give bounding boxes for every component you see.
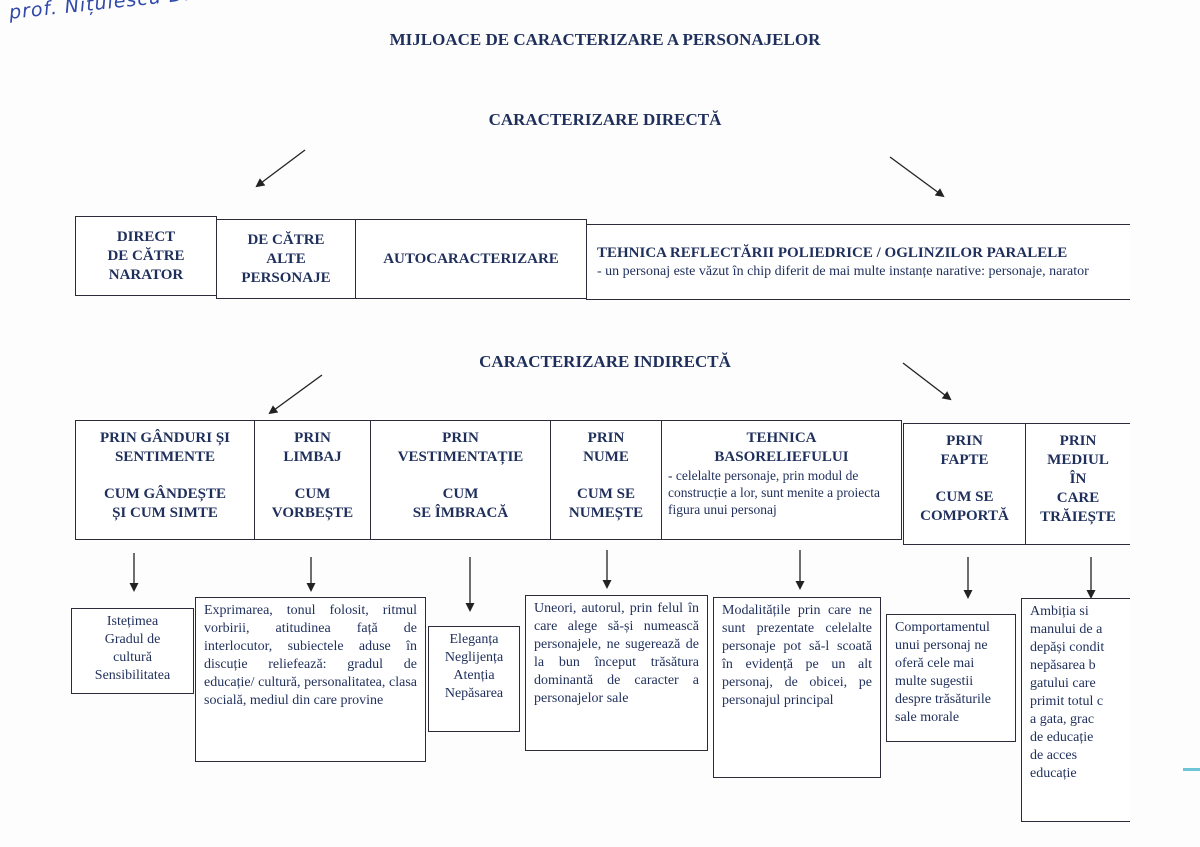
mirrors-technique-label: TEHNICA REFLECTĂRII POLIEDRICE / OGLINZI… — [597, 245, 1068, 261]
direct-box-other-characters: DE CĂTRE ALTE PERSONAJE — [216, 219, 356, 299]
mirrors-technique-note: - un personaj este văzut în chip diferit… — [597, 264, 1089, 279]
thoughts-sublabel: CUM GÂNDEȘTE ȘI CUM SIMTE — [103, 486, 227, 521]
clothing-label: PRIN VESTIMENTAȚIE — [397, 430, 524, 465]
clothing-sublabel: CUM SE ÎMBRACĂ — [412, 486, 509, 521]
bas-relief-note: - celelalte personaje, prin modul de con… — [668, 468, 881, 517]
language-sublabel: CUM VORBEȘTE — [271, 486, 354, 521]
thoughts-label: PRIN GÂNDURI ȘI SENTIMENTE — [99, 430, 230, 465]
name-label: PRIN NUME — [583, 430, 629, 465]
direct-box-mirrors: TEHNICA REFLECTĂRII POLIEDRICE / OGLINZI… — [586, 224, 1130, 300]
detail-thoughts: Istețimea Gradul de cultură Sensibilitat… — [71, 608, 194, 694]
detail-clothing: Eleganța Neglijența Atenția Nepăsarea — [428, 626, 520, 732]
indirect-heading: CARACTERIZARE INDIRECTĂ — [479, 352, 731, 371]
indirect-box-environment: PRIN MEDIUL ÎN CARE TRĂIEȘTE — [1025, 423, 1130, 545]
arrow-indirect-right — [902, 362, 952, 401]
detail-name: Uneori, autorul, prin felul în care aleg… — [525, 595, 708, 751]
deeds-label: PRIN FAPTE — [940, 433, 989, 468]
arrow-direct-right — [889, 156, 945, 198]
direct-box-self: AUTOCARACTERIZARE — [355, 219, 587, 299]
language-label: PRIN LIMBAJ — [283, 430, 342, 465]
direct-box-narrator: DIRECT DE CĂTRE NARATOR — [75, 216, 217, 296]
detail-deeds: Comportamentul unui personaj ne oferă ce… — [886, 614, 1016, 742]
indirect-box-bas-relief: TEHNICA BASORELIEFULUI - celelalte perso… — [661, 420, 902, 540]
name-sublabel: CUM SE NUMEȘTE — [568, 486, 644, 521]
environment-label: PRIN MEDIUL ÎN CARE TRĂIEȘTE — [1040, 433, 1116, 525]
indirect-box-clothing: PRIN VESTIMENTAȚIE CUM SE ÎMBRACĂ — [370, 420, 551, 540]
scan-edge-mark — [1183, 768, 1200, 771]
arrow-direct-left — [255, 149, 306, 188]
page-title: MIJLOACE DE CARACTERIZARE A PERSONAJELOR — [389, 30, 821, 49]
indirect-box-language: PRIN LIMBAJ CUM VORBEȘTE — [254, 420, 371, 540]
indirect-box-deeds: PRIN FAPTE CUM SE COMPORTĂ — [903, 423, 1026, 545]
arrow-indirect-left — [268, 374, 323, 415]
deeds-sublabel: CUM SE COMPORTĂ — [920, 489, 1009, 524]
detail-environment: Ambiția si manului de a depăși condit ne… — [1021, 598, 1130, 822]
bas-relief-label: TEHNICA BASORELIEFULUI — [714, 430, 849, 465]
detail-bas-relief: Modalitățile prin care ne sunt prezentat… — [713, 597, 881, 778]
indirect-box-name: PRIN NUME CUM SE NUMEȘTE — [550, 420, 662, 540]
detail-language: Exprimarea, tonul folosit, ritmul vorbir… — [195, 597, 426, 762]
direct-heading: CARACTERIZARE DIRECTĂ — [488, 110, 722, 129]
indirect-box-thoughts: PRIN GÂNDURI ȘI SENTIMENTE CUM GÂNDEȘTE … — [75, 420, 255, 540]
